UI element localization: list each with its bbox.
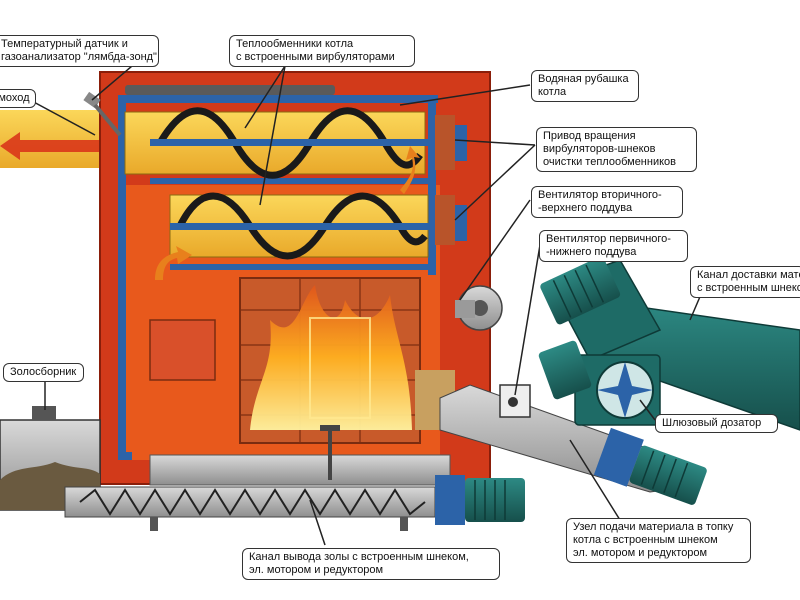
callout-line: котла с встроенным шнеком (573, 534, 718, 546)
callout-line: Вентилятор вторичного- (538, 189, 662, 201)
callout-line: Дымоход (0, 92, 30, 104)
callout-rotation-drive: Привод вращения вирбуляторов-шнеков очис… (536, 127, 697, 172)
callout-temp-sensor: Температурный датчик и газоанализатор "л… (0, 35, 159, 67)
callout-line: Шлюзовый дозатор (662, 417, 762, 429)
callout-line: Узел подачи материала в топку (573, 521, 734, 533)
feed-motor (593, 427, 707, 505)
callout-feed-unit: Узел подачи материала в топку котла с вс… (566, 518, 751, 563)
callout-line: котла (538, 86, 567, 98)
temperature-sensor (83, 85, 335, 137)
callout-line: Привод вращения (543, 130, 636, 142)
callout-exhaust: Дымоход (0, 89, 36, 108)
ash-pan (149, 425, 451, 486)
callout-line: Температурный датчик и (1, 38, 128, 50)
side-door (149, 319, 216, 381)
callout-line: газоанализатор "лямбда-зонд" (1, 51, 157, 63)
callout-secondary-fan: Вентилятор вторичного- -верхнего поддува (531, 186, 683, 218)
exhaust-arrow (0, 132, 130, 160)
delivery-channel (540, 256, 800, 431)
callout-line: Теплообменники котла (236, 38, 354, 50)
ash-channel-motor (435, 475, 525, 525)
ash-channel (64, 486, 436, 531)
callout-ash-channel: Канал вывода золы с встроенным шнеком, э… (242, 548, 500, 580)
callout-line: с встроенным шнеком (697, 282, 800, 294)
callout-line: Канал доставки материала (697, 269, 800, 281)
callout-line: Вентилятор первичного- (546, 233, 671, 245)
callout-ash-collector: Золосборник (3, 363, 84, 382)
callout-heat-exchangers: Теплообменники котла с встроенными вирбу… (229, 35, 415, 67)
callout-line: с встроенными вирбуляторами (236, 51, 395, 63)
flame (250, 285, 412, 430)
lower-heat-exchanger (169, 192, 462, 260)
callout-primary-fan: Вентилятор первичного- -нижнего поддува (539, 230, 688, 262)
callout-line: эл. мотором и редуктором (573, 547, 708, 559)
callout-airlock-feeder: Шлюзовый дозатор (655, 414, 778, 433)
callout-delivery-channel: Канал доставки материала с встроенным шн… (690, 266, 800, 298)
airlock-feeder (538, 340, 661, 426)
firebox (239, 277, 455, 444)
upper-heat-exchanger (124, 107, 460, 179)
secondary-fan (455, 285, 503, 331)
callout-line: эл. мотором и редуктором (249, 564, 384, 576)
callout-line: -нижнего поддува (546, 246, 637, 258)
callout-line: Золосборник (10, 366, 77, 378)
callout-line: очистки теплообменников (543, 156, 676, 168)
callout-line: Канал вывода золы с встроенным шнеком, (249, 551, 469, 563)
flue-flow-arrows (155, 146, 420, 280)
rotation-drive (435, 115, 467, 245)
callout-water-jacket: Водяная рубашка котла (531, 70, 639, 102)
callout-line: -верхнего поддува (538, 202, 633, 214)
callout-line: Водяная рубашка (538, 73, 629, 85)
callout-line: вирбуляторов-шнеков (543, 143, 656, 155)
water-jacket (118, 95, 438, 460)
